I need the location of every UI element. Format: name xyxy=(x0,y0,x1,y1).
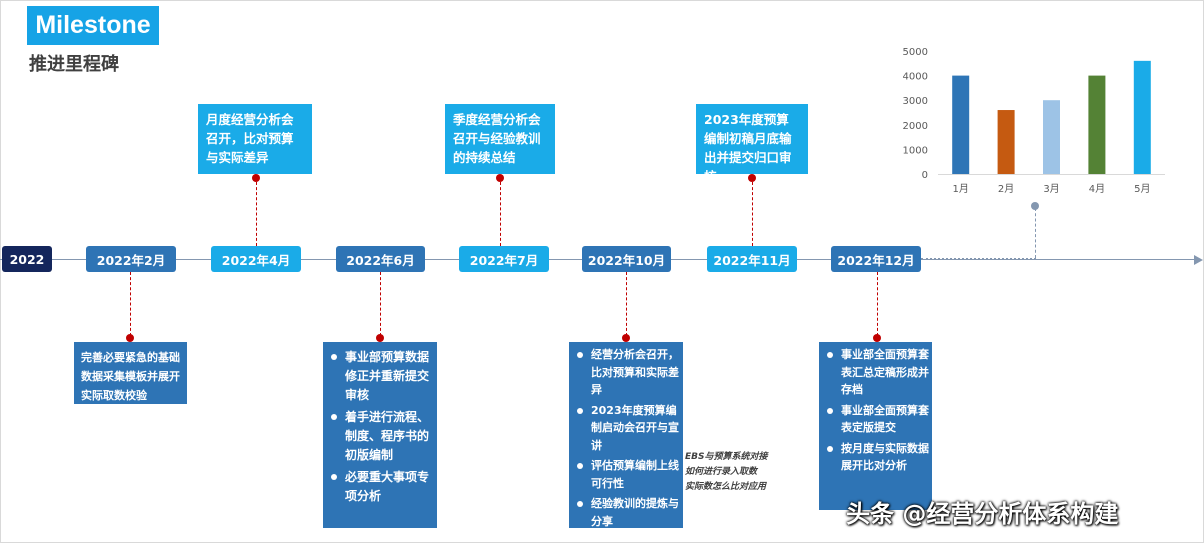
connector-dot-apr xyxy=(252,174,260,182)
chart-connector-dot xyxy=(1031,202,1039,210)
chart-connector-line xyxy=(1035,208,1036,258)
connector-dot-dec xyxy=(873,334,881,342)
milestone-box-dec: 事业部全面预算套表汇总定稿形成并存档 事业部全面预算套表定版提交 按月度与实际数… xyxy=(819,342,932,510)
title-banner: Milestone xyxy=(27,6,159,45)
x-tick-label: 5月 xyxy=(1134,183,1150,195)
connector-line-feb xyxy=(130,272,131,336)
connector-line-oct xyxy=(626,272,627,336)
milestone-box-jul: 季度经营分析会召开与经验教训的持续总结 xyxy=(445,104,555,174)
timeline-point-jul: 2022年7月 xyxy=(459,246,549,272)
timeline-arrow xyxy=(1194,255,1203,265)
timeline-future-segment xyxy=(921,258,1036,260)
bar xyxy=(997,110,1015,174)
y-tick-label: 1000 xyxy=(903,145,928,156)
y-tick-label: 3000 xyxy=(903,96,928,107)
list-item: 经营分析会召开，比对预算和实际差异 xyxy=(569,346,683,399)
timeline-point-oct: 2022年10月 xyxy=(582,246,671,272)
y-tick-label: 4000 xyxy=(903,72,928,83)
side-note: EBS与预算系统对接 如何进行录入取数 实际数怎么比对应用 xyxy=(685,450,785,495)
timeline-point-feb: 2022年2月 xyxy=(86,246,176,272)
x-tick-label: 3月 xyxy=(1043,183,1059,195)
x-tick-label: 4月 xyxy=(1089,183,1105,195)
milestone-box-jun: 事业部预算数据修正并重新提交审核 着手进行流程、制度、程序书的初版编制 必要重大… xyxy=(323,342,437,528)
subtitle: 推进里程碑 xyxy=(29,54,119,75)
milestone-box-apr: 月度经营分析会召开，比对预算与实际差异 xyxy=(198,104,312,174)
side-note-line: 如何进行录入取数 xyxy=(685,467,758,477)
connector-dot-oct xyxy=(622,334,630,342)
watermark: 头条 @经营分析体系构建 xyxy=(846,500,1119,528)
x-tick-label: 1月 xyxy=(953,183,969,195)
side-note-line: EBS与预算系统对接 xyxy=(685,452,768,462)
timeline-point-nov: 2022年11月 xyxy=(707,246,797,272)
timeline-point-dec: 2022年12月 xyxy=(831,246,921,272)
milestone-box-nov: 2023年度预算编制初稿月底输出并提交归口审核 xyxy=(696,104,808,184)
timeline-point-jun: 2022年6月 xyxy=(336,246,425,272)
connector-line-jul xyxy=(500,182,501,246)
timeline-point-apr: 2022年4月 xyxy=(211,246,301,272)
connector-line-apr xyxy=(256,182,257,246)
x-tick-label: 2月 xyxy=(998,183,1014,195)
bar xyxy=(1133,60,1151,175)
milestone-box-oct: 经营分析会召开，比对预算和实际差异 2023年度预算编制启动会召开与宣讲 评估预… xyxy=(569,342,683,528)
connector-dot-jun xyxy=(376,334,384,342)
list-item: 评估预算编制上线可行性 xyxy=(569,457,683,492)
bar xyxy=(1043,100,1060,174)
side-note-line: 实际数怎么比对应用 xyxy=(685,482,767,492)
connector-line-nov xyxy=(752,182,753,246)
mini-bar-chart: 0 1000 2000 3000 4000 5000 1月 2月 3月 4月 5月 xyxy=(903,47,1165,195)
bar xyxy=(952,75,970,174)
milestone-box-feb: 完善必要紧急的基础数据采集模板并展开实际取数校验 xyxy=(74,342,187,404)
connector-dot-feb xyxy=(126,334,134,342)
bar xyxy=(1088,75,1106,174)
list-item: 着手进行流程、制度、程序书的初版编制 xyxy=(323,408,437,465)
connector-dot-nov xyxy=(748,174,756,182)
list-item: 事业部全面预算套表定版提交 xyxy=(819,402,932,437)
y-tick-label: 5000 xyxy=(903,47,928,58)
connector-dot-jul xyxy=(496,174,504,182)
list-item: 按月度与实际数据展开比对分析 xyxy=(819,440,932,475)
list-item: 必要重大事项专项分析 xyxy=(323,468,437,506)
y-tick-label: 2000 xyxy=(903,121,928,132)
y-tick-label: 0 xyxy=(922,170,928,181)
list-item: 经验教训的提炼与分享 xyxy=(569,495,683,530)
list-item: 事业部预算数据修正并重新提交审核 xyxy=(323,348,437,405)
connector-line-jun xyxy=(380,272,381,336)
list-item: 2023年度预算编制启动会召开与宣讲 xyxy=(569,402,683,455)
timeline-point-2022: 2022 xyxy=(2,246,52,272)
connector-line-dec xyxy=(877,272,878,336)
list-item: 事业部全面预算套表汇总定稿形成并存档 xyxy=(819,346,932,399)
